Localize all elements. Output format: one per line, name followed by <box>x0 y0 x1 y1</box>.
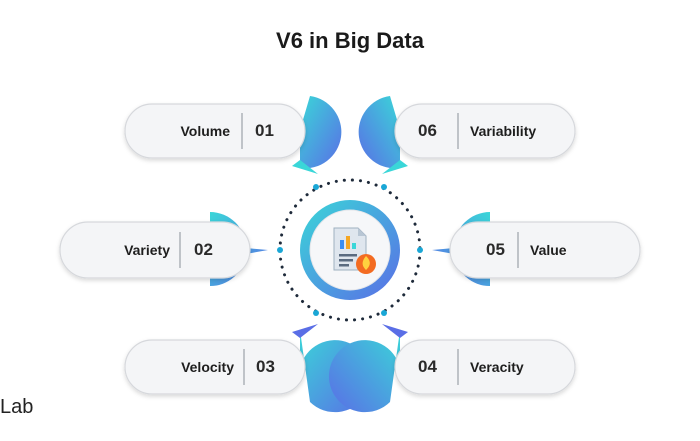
item-volume <box>124 96 342 174</box>
label-velocity: Velocity <box>181 359 234 375</box>
center-hub <box>277 178 423 322</box>
page-title: V6 in Big Data <box>276 28 424 53</box>
number-05: 05 <box>486 240 505 259</box>
report-chart-icon <box>333 227 376 274</box>
number-03: 03 <box>256 357 275 376</box>
item-veracity <box>328 324 576 413</box>
item-value <box>432 212 641 287</box>
number-01: 01 <box>255 121 274 140</box>
label-variability: Variability <box>470 123 537 139</box>
label-veracity: Veracity <box>470 359 524 375</box>
connector-dots <box>277 184 423 316</box>
number-06: 06 <box>418 121 437 140</box>
label-variety: Variety <box>124 242 170 258</box>
item-variety <box>59 212 268 287</box>
label-value: Value <box>530 242 567 258</box>
number-02: 02 <box>194 240 213 259</box>
footer-lab-text: Lab <box>0 396 34 418</box>
label-volume: Volume <box>180 123 230 139</box>
number-04: 04 <box>418 357 437 376</box>
item-variability <box>358 96 576 174</box>
